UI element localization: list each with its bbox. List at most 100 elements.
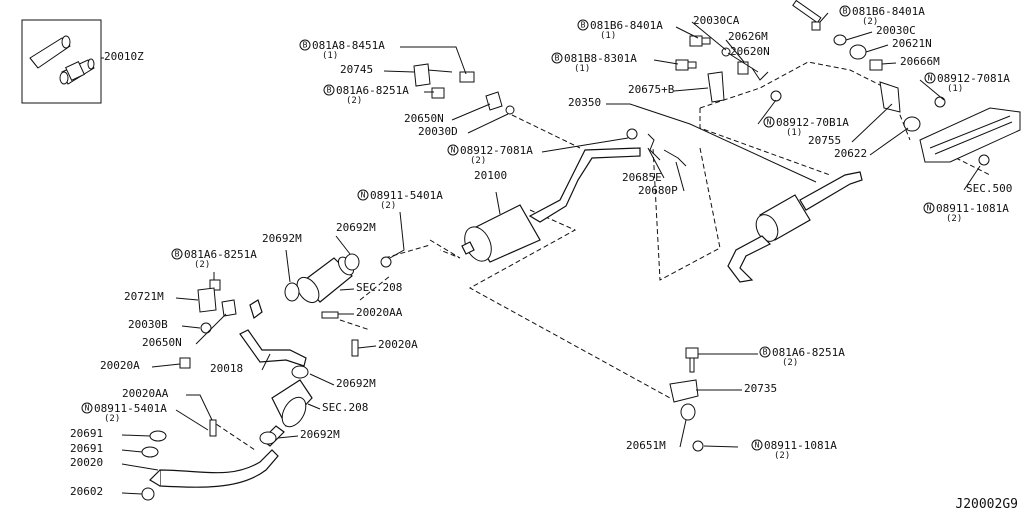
center-pipe-20018 <box>239 329 307 367</box>
part-quantity: (2) <box>470 156 486 166</box>
part-label-p20602: 20602 <box>70 485 103 498</box>
part-number: 20651M <box>626 439 666 452</box>
bolt-081b6 <box>689 35 711 47</box>
mark-n-icon: N <box>923 202 935 214</box>
mount-20651m <box>680 403 696 421</box>
part-label-p20692m_a: 20692M <box>262 232 302 245</box>
part-label-p08911_1081a_bot: N 08911-1081A(2) <box>751 439 837 461</box>
part-number: 20692M <box>300 428 340 441</box>
diagram-id: J20002G9 <box>955 497 1018 512</box>
gasket-20692m-b <box>344 253 360 271</box>
part-label-p20675b: 20675+B <box>628 83 675 96</box>
part-number: 20691 <box>70 427 103 440</box>
mark-b-icon: B <box>839 5 851 17</box>
part-quantity: (1) <box>574 64 590 74</box>
part-quantity: (2) <box>946 214 962 224</box>
part-label-p_sec208_top: SEC.208 <box>356 281 402 294</box>
nut-20030b <box>200 322 212 334</box>
gasket-20691-a <box>149 430 167 442</box>
front-pipe-flange <box>149 469 161 487</box>
stud-20020a-right <box>351 339 359 357</box>
mark-b-icon: B <box>323 84 335 96</box>
part-number: 081B8-8301A <box>564 52 637 65</box>
svg-text:N: N <box>85 404 90 413</box>
part-label-p20030c: 20030C <box>876 24 916 37</box>
clip-20620n <box>751 67 769 81</box>
part-number: 20030C <box>876 24 916 37</box>
part-number: 08911-5401A <box>370 189 443 202</box>
part-quantity: (2) <box>774 451 790 461</box>
part-number: 08911-5401A <box>94 402 167 415</box>
svg-text:N: N <box>927 204 932 213</box>
part-number: 081A6-8251A <box>772 346 845 359</box>
part-number: 081B6-8401A <box>590 19 663 32</box>
svg-text:N: N <box>755 441 760 450</box>
svg-text:N: N <box>928 74 933 83</box>
bracket-20721m <box>197 287 217 313</box>
part-number: 08911-1081A <box>936 202 1009 215</box>
part-quantity: (2) <box>346 96 362 106</box>
gasket-20030c <box>833 34 847 46</box>
mark-b-icon: B <box>299 39 311 51</box>
stud-20020aa-bottom <box>209 419 217 437</box>
part-quantity: (2) <box>194 260 210 270</box>
mount-20622 <box>903 116 921 132</box>
nut-20030ca <box>721 47 731 57</box>
part-label-p20350: 20350 <box>568 96 601 109</box>
part-label-p20100: 20100 <box>474 169 507 182</box>
svg-text:N: N <box>361 191 366 200</box>
part-quantity: (2) <box>104 414 120 424</box>
part-number: 20692M <box>336 377 376 390</box>
part-label-p20020aa_bot: 20020AA <box>122 387 169 400</box>
part-number: 20622 <box>834 147 867 160</box>
part-label-p20650n_top: 20650N <box>404 112 444 125</box>
nut-08912-70b1a <box>770 90 782 102</box>
part-label-p20030b: 20030B <box>128 318 168 331</box>
bracket-20745 <box>413 63 453 87</box>
part-number: 20030CA <box>693 14 740 27</box>
part-label-p20680p: 20680P <box>638 184 678 197</box>
svg-text:B: B <box>327 86 332 95</box>
center-pipe-flange <box>249 299 263 319</box>
part-label-p20651m: 20651M <box>626 439 666 452</box>
mark-n-icon: N <box>751 439 763 451</box>
nut-20030d <box>505 105 515 115</box>
bracket-20735 <box>669 379 699 403</box>
part-number: SEC.500 <box>966 182 1012 195</box>
nut-08911-1081a-bottom <box>692 440 704 452</box>
part-label-p20755: 20755 <box>808 134 841 147</box>
insulator-20650n-top <box>485 91 503 111</box>
part-number: 20020A <box>378 338 418 351</box>
part-quantity: (1) <box>600 31 616 41</box>
gasket-20691-b <box>141 446 159 458</box>
part-number: 20735 <box>744 382 777 395</box>
part-number: 08911-1081A <box>764 439 837 452</box>
part-number: 20010Z <box>104 50 144 63</box>
part-number: 20100 <box>474 169 507 182</box>
part-number: 20621N <box>892 37 932 50</box>
bolt-top-right <box>792 0 822 31</box>
front-pipe-20020 <box>159 449 279 488</box>
nut-08912-7081a-mid <box>626 128 638 140</box>
part-number: 20650N <box>404 112 444 125</box>
part-label-p20010z: 20010Z <box>104 50 144 63</box>
svg-text:B: B <box>175 250 180 259</box>
part-number: 081A8-8451A <box>312 39 385 52</box>
part-quantity: (1) <box>786 128 802 138</box>
part-number: SEC.208 <box>322 401 368 414</box>
part-label-p20691_b: 20691 <box>70 442 103 455</box>
bolt-081a6-left <box>209 279 221 291</box>
part-number: 20020AA <box>122 387 169 400</box>
part-number: 20020A <box>100 359 140 372</box>
part-quantity: (1) <box>947 84 963 94</box>
svg-text:B: B <box>843 7 848 16</box>
part-number: 20745 <box>340 63 373 76</box>
gasket-20692m-a <box>284 282 300 302</box>
part-label-p20018: 20018 <box>210 362 243 375</box>
